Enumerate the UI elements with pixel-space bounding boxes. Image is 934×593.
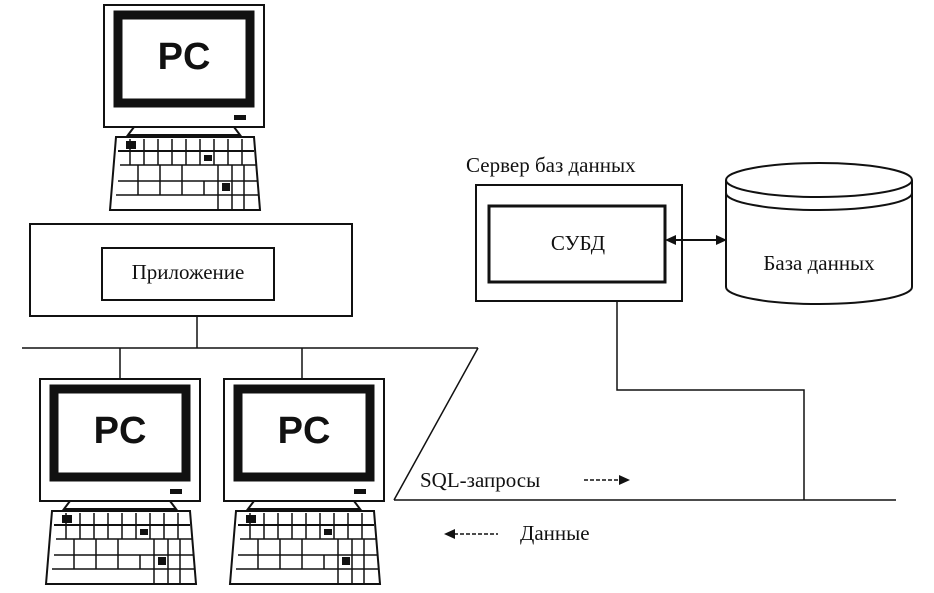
dbms-label: СУБД: [551, 231, 605, 255]
data-label: Данные: [520, 521, 590, 545]
database-label: База данных: [763, 251, 875, 275]
application-server: Приложение: [29, 223, 353, 317]
pc-label-top: PC: [158, 36, 211, 78]
database-server: СУБД: [475, 184, 683, 302]
sql-queries-label: SQL-запросы: [420, 468, 540, 492]
pc-label-bottom-right: PC: [278, 410, 331, 452]
pc-computer-bottom-right: PC: [224, 379, 384, 584]
data-arrow: [444, 529, 498, 539]
sql-queries-arrow: [584, 475, 630, 485]
server-title: Сервер баз данных: [466, 153, 636, 177]
pc-label-bottom-left: PC: [94, 410, 147, 452]
pc-computer-top: PC: [104, 5, 264, 210]
database-cylinder: База данных: [725, 162, 913, 305]
pc-computer-bottom-left: PC: [40, 379, 200, 584]
application-label: Приложение: [132, 260, 245, 284]
network-lines: [22, 300, 896, 501]
dbms-database-arrow: [665, 235, 727, 245]
